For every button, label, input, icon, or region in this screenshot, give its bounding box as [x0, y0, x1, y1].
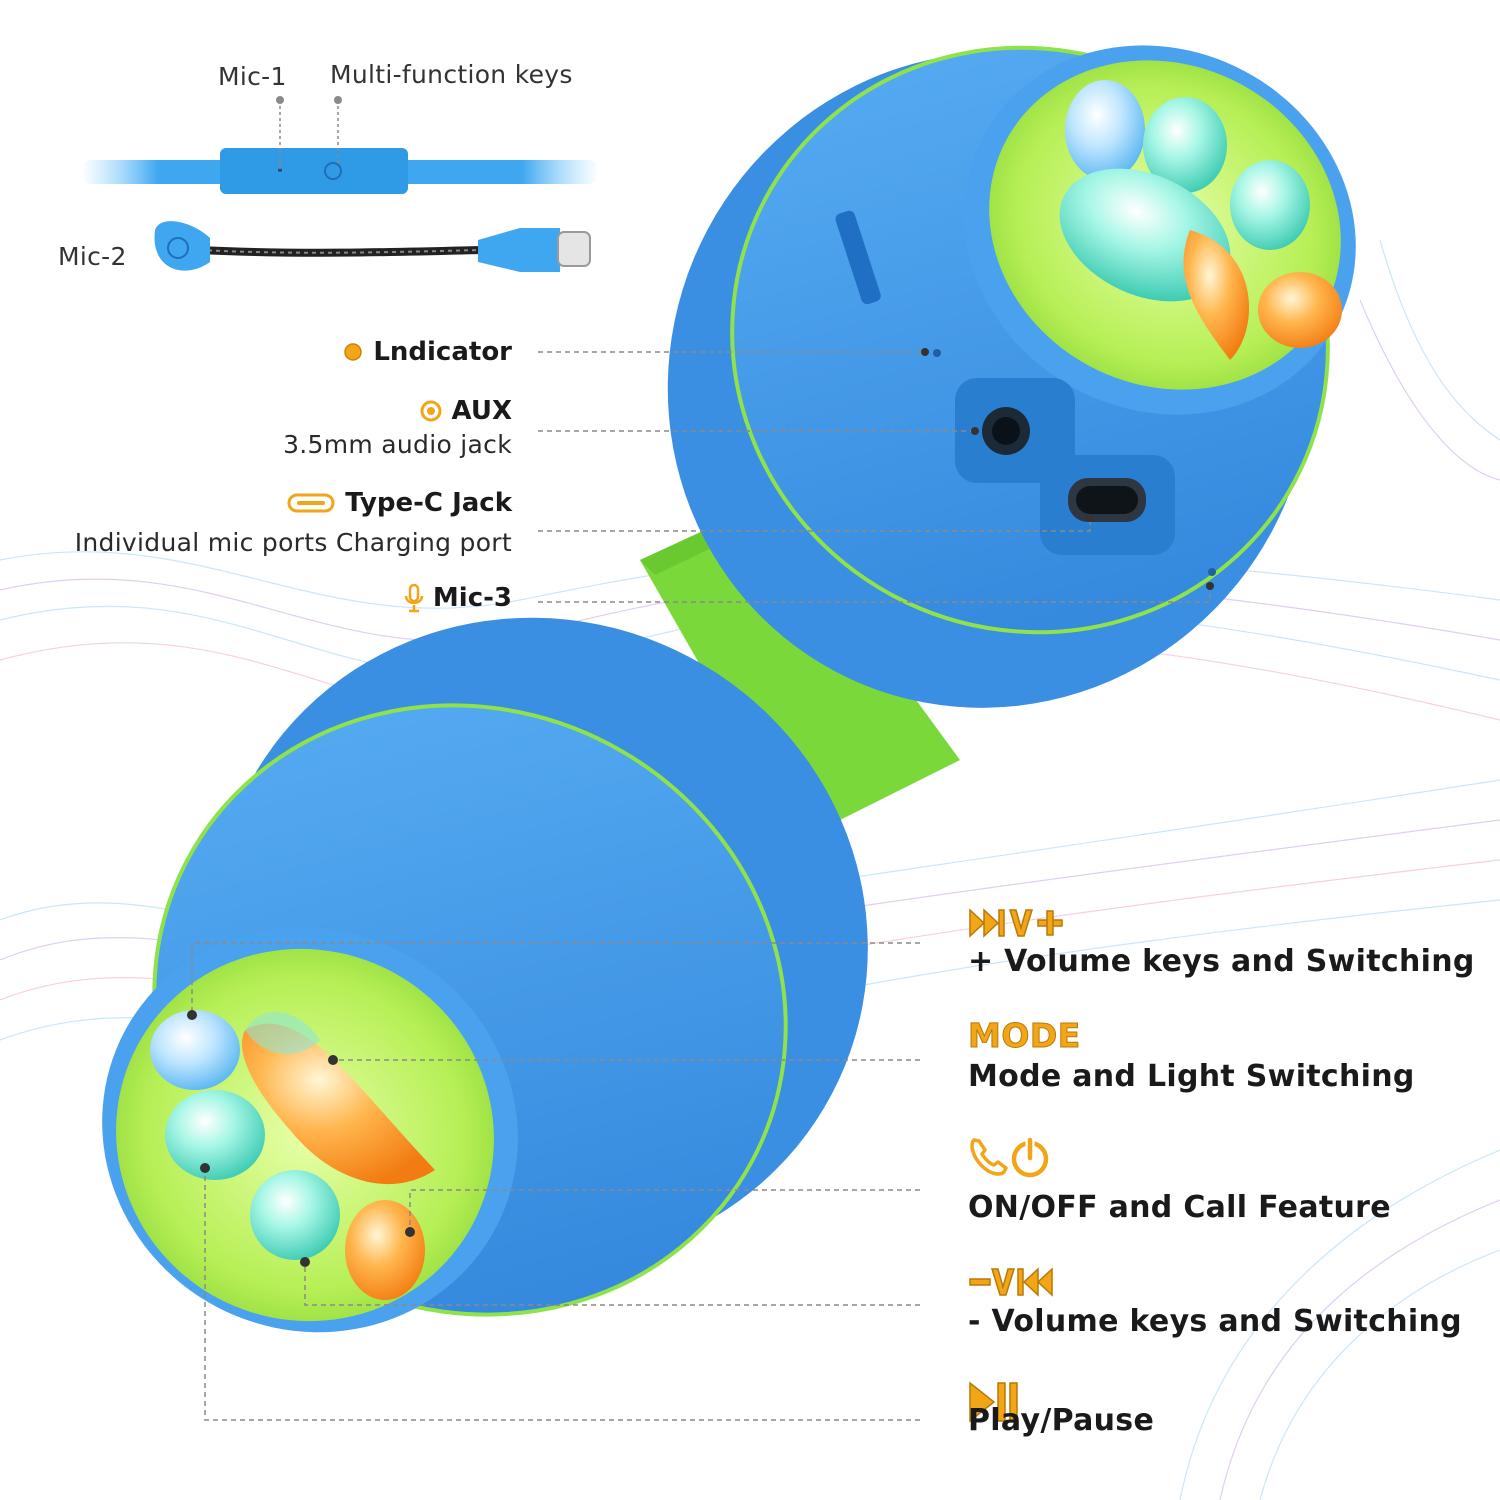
play-pause-icon	[969, 1381, 1018, 1423]
multi-function-keys-label: Multi-function keys	[330, 60, 573, 89]
volume-up-label: + Volume keys and Switching	[968, 944, 1475, 979]
aux-ring-icon	[420, 400, 442, 422]
indicator-callout: Lndicator	[343, 337, 512, 367]
upper-earcup	[667, 45, 1356, 708]
microphone-icon	[404, 583, 424, 613]
aux-subtitle: 3.5mm audio jack	[283, 430, 512, 459]
aux-title: AUX	[451, 396, 512, 426]
type-c-callout: Type-C Jack	[287, 488, 512, 518]
volume-down-previous-icon	[969, 1267, 1053, 1297]
cable-inline-remote	[80, 96, 600, 194]
type-c-icon	[287, 493, 335, 513]
phone-power-icon	[970, 1137, 1049, 1178]
mic2-label: Mic-2	[58, 242, 127, 271]
detachable-mic	[154, 221, 591, 272]
aux-callout: AUX	[420, 396, 512, 426]
type-c-subtitle: Individual mic ports Charging port	[74, 528, 512, 557]
mode-label: Mode and Light Switching	[968, 1059, 1415, 1094]
indicator-title: Lndicator	[373, 337, 512, 367]
play-pause-label: Play/Pause	[968, 1403, 1155, 1438]
port-leader-lines	[538, 351, 1211, 603]
mic3-callout: Mic-3	[403, 583, 512, 613]
headband	[640, 500, 960, 840]
power-call-label: ON/OFF and Call Feature	[968, 1190, 1391, 1225]
type-c-title: Type-C Jack	[345, 488, 512, 518]
mic3-title: Mic-3	[432, 583, 512, 613]
mic1-label: Mic-1	[218, 62, 287, 91]
volume-down-label: - Volume keys and Switching	[968, 1304, 1462, 1339]
indicator-dot-icon	[344, 343, 363, 361]
button-leader-lines	[191, 942, 920, 1421]
mode-text-icon: MODE	[968, 1016, 1081, 1056]
next-volume-up-icon	[969, 908, 1063, 938]
